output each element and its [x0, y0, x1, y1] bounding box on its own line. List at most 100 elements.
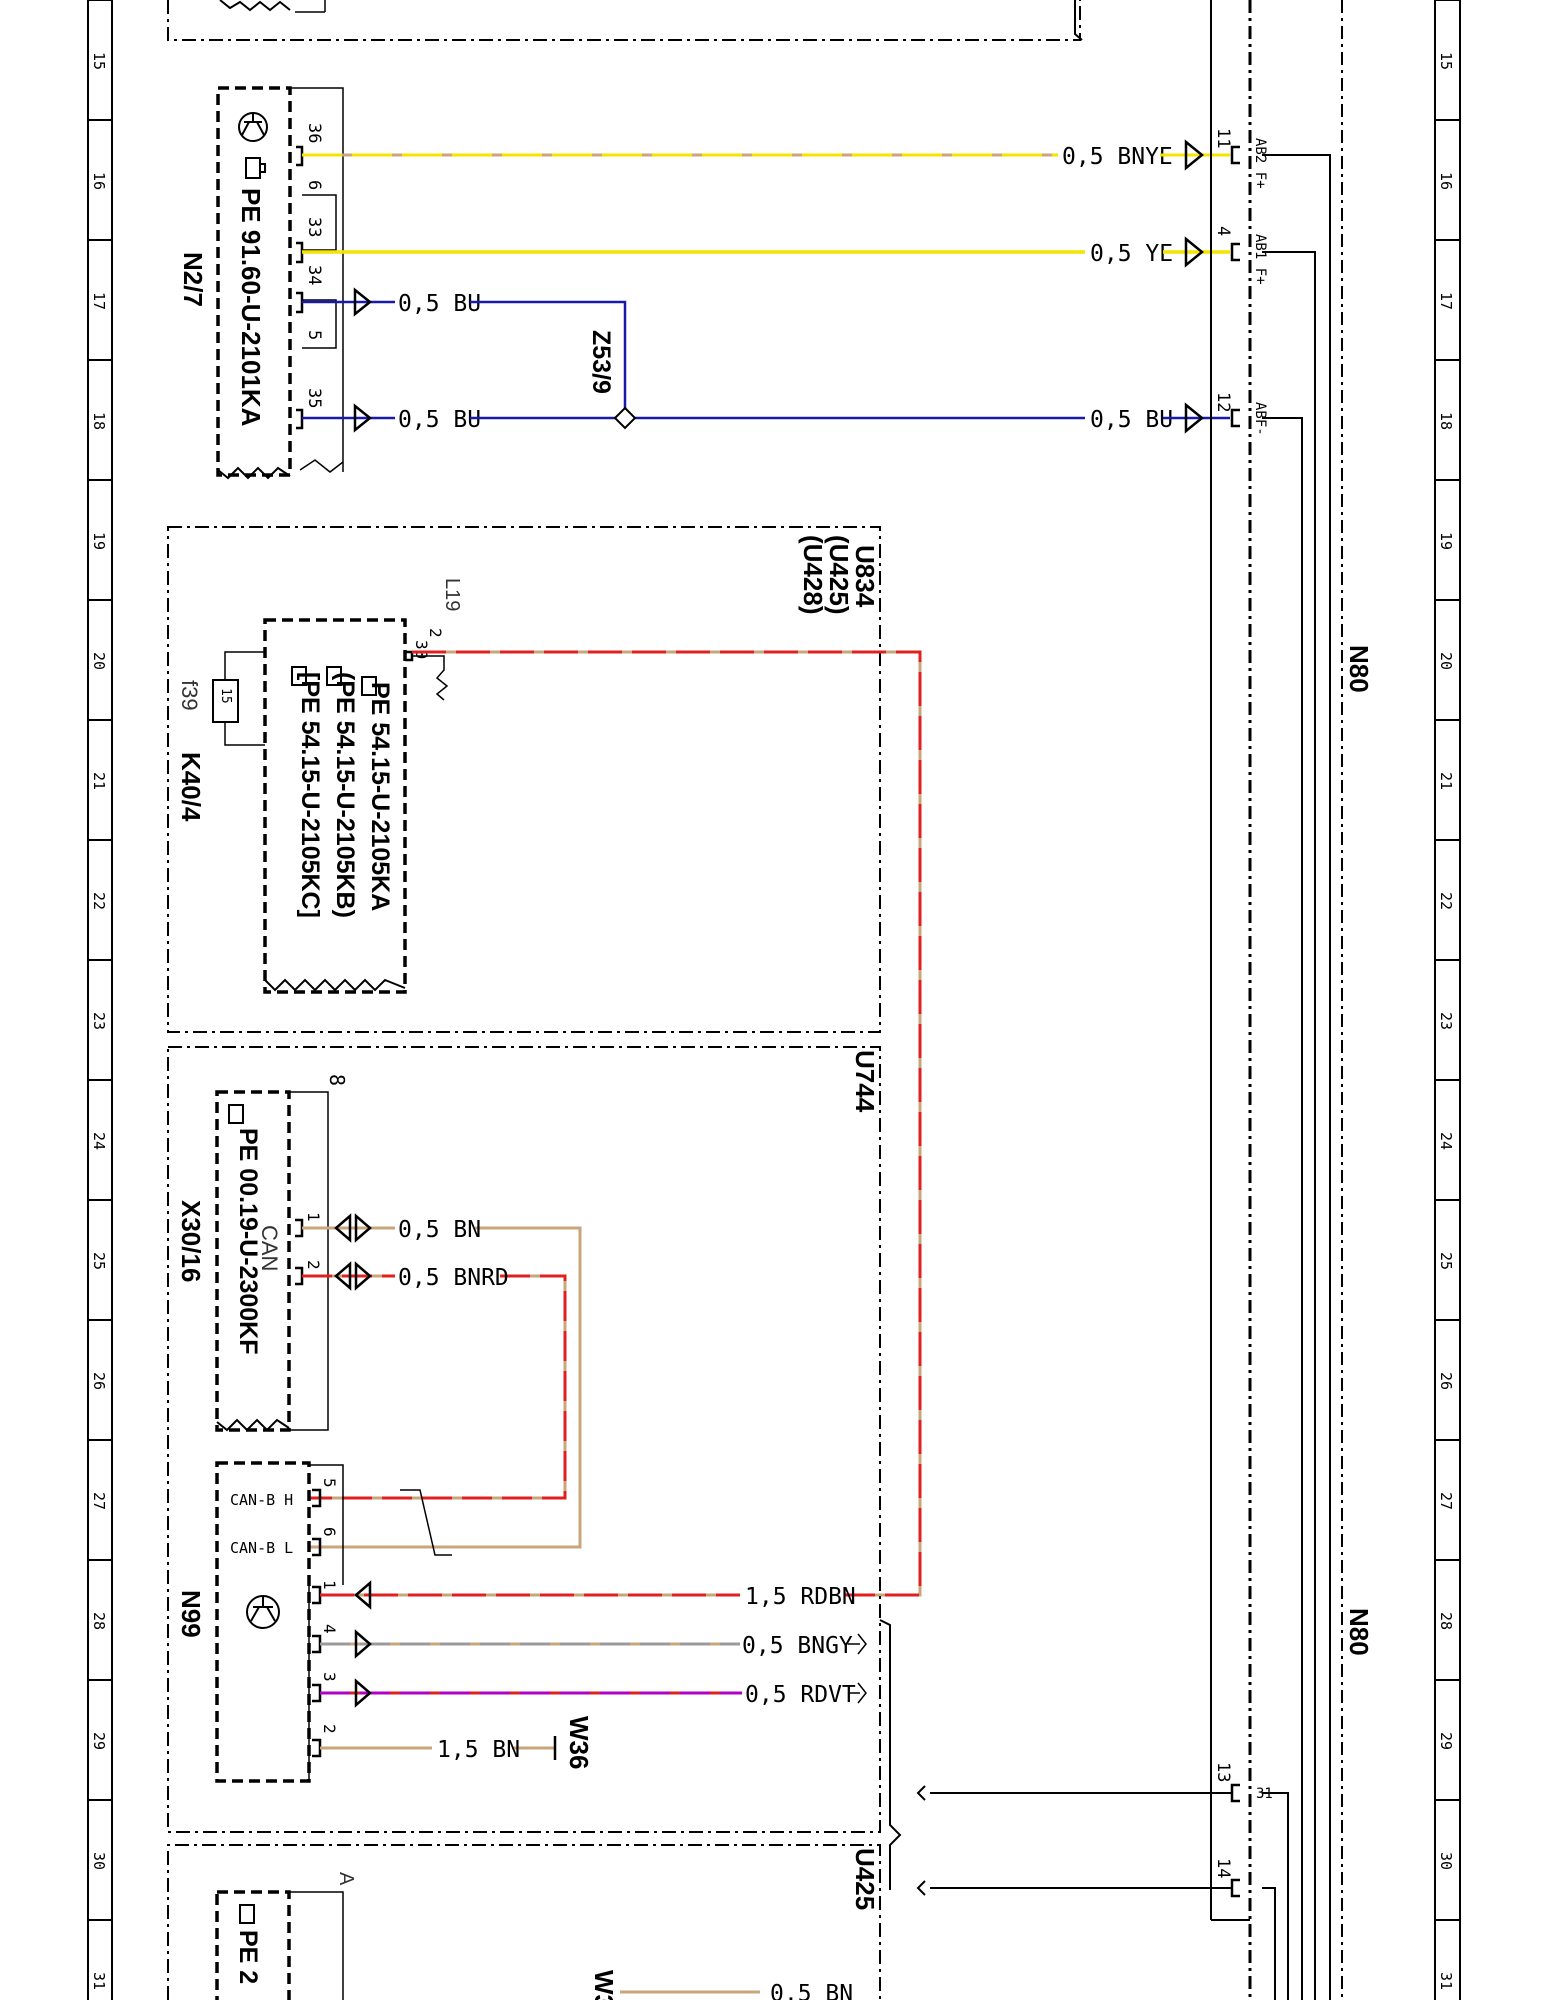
- n80-pin-4: 4: [1213, 226, 1233, 236]
- k404-box: [167, 526, 881, 1033]
- wire-bu3-label: 0,5 BU: [1090, 407, 1173, 433]
- ruler-number: 17: [90, 292, 108, 310]
- variant-u428: (U428): [798, 535, 828, 614]
- twisted-pair-mark: [400, 1489, 452, 1556]
- ruler-number: 28: [1437, 1612, 1455, 1630]
- ruler-number: 28: [90, 1612, 108, 1630]
- n27-pin-33: 33: [304, 217, 324, 237]
- ruler-number: 25: [1437, 1252, 1455, 1270]
- x3016-pin-count: 8: [325, 1074, 349, 1086]
- variant-u425: (U425): [824, 535, 854, 614]
- wire-bn15: [320, 1736, 557, 1760]
- wire-bnye-label: 0,5 BNYE: [1062, 144, 1173, 170]
- ruler-number: 19: [90, 532, 108, 550]
- ruler-number: 24: [1437, 1132, 1455, 1150]
- wire-bu-34: 0,5 BU: [302, 291, 627, 418]
- wire-bu1-label: 0,5 BU: [398, 291, 481, 317]
- ruler-ticks: [88, 0, 1460, 1921]
- ruler-number: 22: [1437, 892, 1455, 910]
- ruler-number: 26: [1437, 1372, 1455, 1390]
- n99-pin-canl: CAN-B L: [230, 1539, 293, 1557]
- x3016-connector: [215, 1090, 329, 1432]
- n27-pin-6: 6: [304, 180, 324, 190]
- pointing-hand-icon: [239, 1904, 255, 1924]
- n80-pin-label-ab2: AB2 F+: [1252, 138, 1268, 189]
- pointing-hand-icon: [228, 1104, 244, 1124]
- n99-pin-2: 2: [320, 1724, 339, 1734]
- k404-ref2: (PE 54.15-U-2105KB): [331, 672, 359, 918]
- wire-ye: 0,5 YE: [302, 238, 1230, 268]
- ruler-number: 15: [90, 52, 108, 70]
- n80-pin-13: 13: [1213, 1762, 1233, 1782]
- ruler-number: 21: [1437, 772, 1455, 790]
- wire-bn: [302, 1226, 582, 1549]
- n99-id: N99: [176, 1590, 206, 1638]
- ruler-number: 16: [90, 172, 108, 190]
- ruler-number: 17: [1437, 292, 1455, 310]
- n27-pin-34: 34: [304, 265, 324, 285]
- brace-marker: [879, 1619, 1232, 1896]
- ruler-number: 20: [1437, 652, 1455, 670]
- n27-connector: PE 91.60-U-2101KA N2/7 36 6 33 34 5 35: [178, 86, 344, 480]
- x3016-pin-1: 1: [304, 1212, 323, 1222]
- w3-partial: W3: [589, 1970, 619, 2000]
- ruler-number: 26: [90, 1372, 108, 1390]
- arrow-markers-n99: [354, 1580, 372, 1708]
- n99-pin-6: 6: [320, 1527, 339, 1537]
- wire-bu-35: 0,5 BU 0,5 BU: [302, 407, 1230, 433]
- right-ruler: [1434, 0, 1461, 2000]
- x3016-bus: CAN: [257, 1225, 282, 1271]
- x3016-ref: PE 00.19-U-2300KF: [234, 1128, 262, 1355]
- wire-rdvt: [320, 1682, 867, 1704]
- ruler-number: 31: [90, 1972, 108, 1990]
- variant-u834: U834: [850, 545, 880, 608]
- z539-label: Z53/9: [587, 330, 615, 394]
- variant-u744: U744: [850, 1050, 880, 1113]
- ruler-number: 25: [90, 1252, 108, 1270]
- wire-rdbn: [412, 650, 922, 1597]
- wire-rdvt-label: 0,5 RDVT: [745, 1682, 856, 1708]
- lower-ref: PE 2: [234, 1930, 262, 1984]
- lower-pin-a: A: [335, 1872, 357, 1886]
- n80-pin-label-abf: ABF-: [1252, 402, 1268, 436]
- wire-bnye: 0,5 BNYE: [302, 141, 1230, 171]
- k404-pin-2: 2: [426, 628, 445, 638]
- x3016-pin-2: 2: [304, 1260, 323, 1270]
- n99-pin-4: 4: [320, 1624, 339, 1634]
- u744-box: [167, 1046, 881, 1833]
- arrow-markers-top: [353, 139, 1204, 434]
- x3016-id: X30/16: [176, 1200, 206, 1282]
- n80-connector: [1210, 0, 1343, 2000]
- wire-bnrd-label: 0,5 BNRD: [398, 1265, 509, 1291]
- ruler-number: 31: [1437, 1972, 1455, 1990]
- n99-pin-5: 5: [320, 1478, 339, 1488]
- wire-bngy: [320, 1633, 867, 1655]
- n27-ref: PE 91.60-U-2101KA: [236, 188, 266, 427]
- ruler-number: 21: [90, 772, 108, 790]
- n27-pin-5: 5: [304, 330, 324, 340]
- ruler-number: 16: [1437, 172, 1455, 190]
- splice-z539: Z53/9: [587, 330, 637, 430]
- transistor-icon: [246, 1595, 280, 1629]
- k404-id: K40/4: [176, 752, 206, 822]
- wire-bnrd: [302, 1274, 567, 1500]
- ruler-number: 18: [90, 412, 108, 430]
- variant-u425b: U425: [850, 1848, 880, 1910]
- top-box: [167, 0, 1083, 41]
- wire-bn-label: 0,5 BN: [398, 1217, 481, 1243]
- ruler-number: 24: [90, 1132, 108, 1150]
- u425-box: [167, 1844, 881, 2000]
- ruler-number: 23: [1437, 1012, 1455, 1030]
- n27-id: N2/7: [178, 252, 208, 307]
- k404-pin-30: 30: [412, 640, 431, 659]
- ruler-number: 29: [1437, 1732, 1455, 1750]
- ruler-number: 15: [1437, 52, 1455, 70]
- n99-pin-canh: CAN-B H: [230, 1491, 293, 1509]
- ruler-number: 29: [90, 1732, 108, 1750]
- ruler-number: 27: [90, 1492, 108, 1510]
- n27-pin-36: 36: [304, 123, 324, 143]
- ruler-number: 30: [1437, 1852, 1455, 1870]
